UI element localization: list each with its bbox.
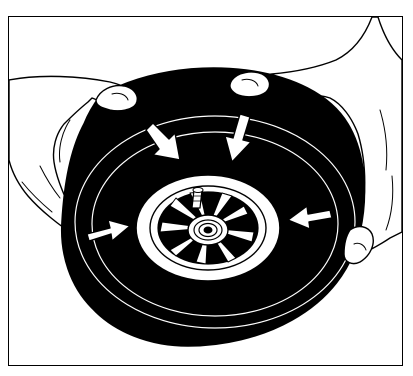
right-fingers [344,227,373,264]
wheel-hub [158,192,258,264]
right-thumb [230,72,270,97]
